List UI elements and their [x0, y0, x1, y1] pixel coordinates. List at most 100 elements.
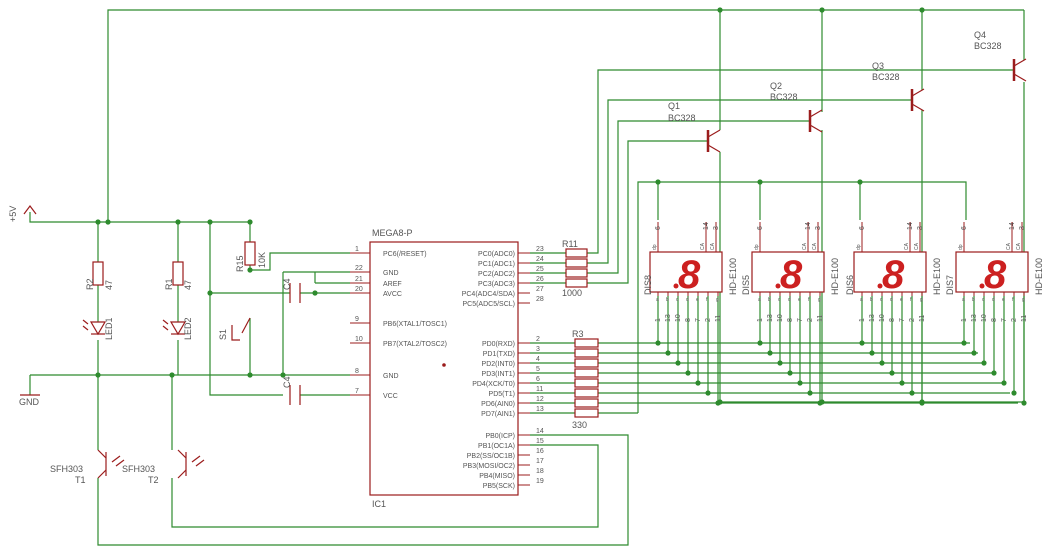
junction — [207, 219, 213, 225]
r11-label: R11 — [562, 239, 578, 249]
junction — [819, 399, 825, 405]
junction — [169, 372, 175, 378]
led1-symbol-ray1 — [82, 319, 89, 325]
ic-pin-name: PC5(ADC5/SCL) — [462, 301, 515, 308]
junction — [247, 372, 253, 378]
display-pin-num: 2 — [705, 318, 712, 322]
reset-line — [250, 252, 350, 271]
dis6-label: DIS6 — [845, 275, 855, 295]
ic-pin-num: 18 — [536, 468, 544, 475]
q2-type: BC328 — [770, 92, 798, 102]
junction — [807, 390, 813, 396]
gnd-label: GND — [19, 397, 40, 407]
t1-out — [97, 434, 629, 546]
r11-element — [565, 268, 588, 278]
ic-pin-name: PD4(XCK/T0) — [472, 381, 515, 388]
ic-pin-num: 9 — [355, 316, 359, 323]
display-digit: 8 — [984, 253, 1007, 297]
ic-pin-name: AREF — [383, 281, 402, 288]
r15-label: R15 — [235, 255, 245, 272]
ic-pin-num: 25 — [536, 266, 544, 273]
r3-element — [574, 368, 599, 378]
ic-pin-num: 28 — [536, 296, 544, 303]
r1-label: R1 — [164, 278, 174, 290]
display-seg-label: d — [788, 297, 791, 303]
r3-value: 330 — [572, 420, 587, 430]
r11-element — [565, 258, 588, 268]
ic-pin-num: 7 — [355, 388, 359, 395]
ic-pin-name: PB3(MOSI/OC2) — [463, 463, 515, 470]
ic-pin-num: 8 — [355, 368, 359, 375]
led2-symbol-ray2 — [162, 325, 169, 331]
display-pin-num: 2 — [909, 318, 916, 322]
display-top-seg: dp — [958, 244, 964, 250]
junction — [919, 399, 925, 405]
display-seg-label: f — [1012, 297, 1014, 303]
display-pin-num: 11 — [715, 315, 722, 322]
junction — [859, 340, 865, 346]
display-top-seg: CA — [802, 242, 808, 250]
r3-label: R3 — [572, 329, 584, 339]
r3-element — [574, 348, 599, 358]
display-seg-label: b — [666, 297, 669, 303]
q4-symbol-emitter — [1013, 58, 1027, 67]
ic-pin-num: 23 — [536, 246, 544, 253]
r3-element — [574, 338, 599, 348]
ic-pin-num: 12 — [536, 396, 544, 403]
r11-q4 — [587, 69, 1014, 254]
q4-symbol-collector — [1013, 73, 1027, 82]
ic-ref: IC1 — [372, 499, 386, 509]
seven-segment-displays: 8a1b13c10d8e7f2g11dp6CA14CA38a1b13c10d8e… — [649, 222, 1029, 322]
c4-label-2: C4 — [282, 376, 292, 388]
junctions — [95, 7, 1027, 406]
ic-pin-num: 17 — [536, 458, 544, 465]
q2-symbol-collector — [809, 124, 823, 133]
ic-pin-name: GND — [383, 270, 399, 277]
junction — [879, 360, 885, 366]
r11-element — [565, 248, 588, 258]
vcc-to-cap — [209, 222, 283, 396]
display-seg-label: a — [758, 297, 761, 303]
display-top-num: 6 — [655, 226, 662, 230]
display-seg-label: e — [900, 297, 903, 303]
display-top-num: 6 — [961, 226, 968, 230]
q3-symbol-collector — [911, 103, 925, 112]
display-pin-num: 11 — [1021, 315, 1028, 322]
display-seg-label: b — [870, 297, 873, 303]
junction — [312, 290, 318, 296]
display-top-seg: CA — [1006, 242, 1012, 250]
display-pin-num: 11 — [817, 315, 824, 322]
display-pin-num: 10 — [675, 314, 682, 322]
q4-type: BC328 — [974, 41, 1002, 51]
junction — [757, 340, 763, 346]
junction — [899, 380, 905, 386]
ic-pin-name: PC0(ADC0) — [478, 251, 515, 258]
display-seg-label: f — [910, 297, 912, 303]
ic-pin-num: 22 — [355, 265, 363, 272]
junction — [95, 219, 101, 225]
display-seg-label: f — [808, 297, 810, 303]
display-pin-num: 10 — [879, 314, 886, 322]
q1-symbol-collector — [707, 144, 721, 153]
dp-bus — [637, 181, 967, 413]
t1-symbol-ray1 — [111, 455, 121, 463]
ic-pin-name: GND — [383, 373, 399, 380]
junction — [991, 370, 997, 376]
junction — [247, 219, 253, 225]
ic-pin-num: 26 — [536, 276, 544, 283]
junction — [869, 350, 875, 356]
ic-pin-name: PD2(INT0) — [482, 361, 515, 368]
display-seg-label: c — [880, 297, 883, 303]
ic-pin-num: 14 — [536, 428, 544, 435]
junction — [819, 7, 825, 13]
r1-body — [172, 261, 184, 286]
r2-value: 47 — [104, 280, 114, 290]
hd-label-1: HD-E100 — [728, 258, 738, 295]
q3-symbol-emitter — [911, 88, 925, 97]
display-pin-num: 13 — [971, 314, 978, 322]
display-pin-num: 2 — [807, 318, 814, 322]
display-pin-num: 2 — [1011, 318, 1018, 322]
display-body — [649, 251, 723, 293]
